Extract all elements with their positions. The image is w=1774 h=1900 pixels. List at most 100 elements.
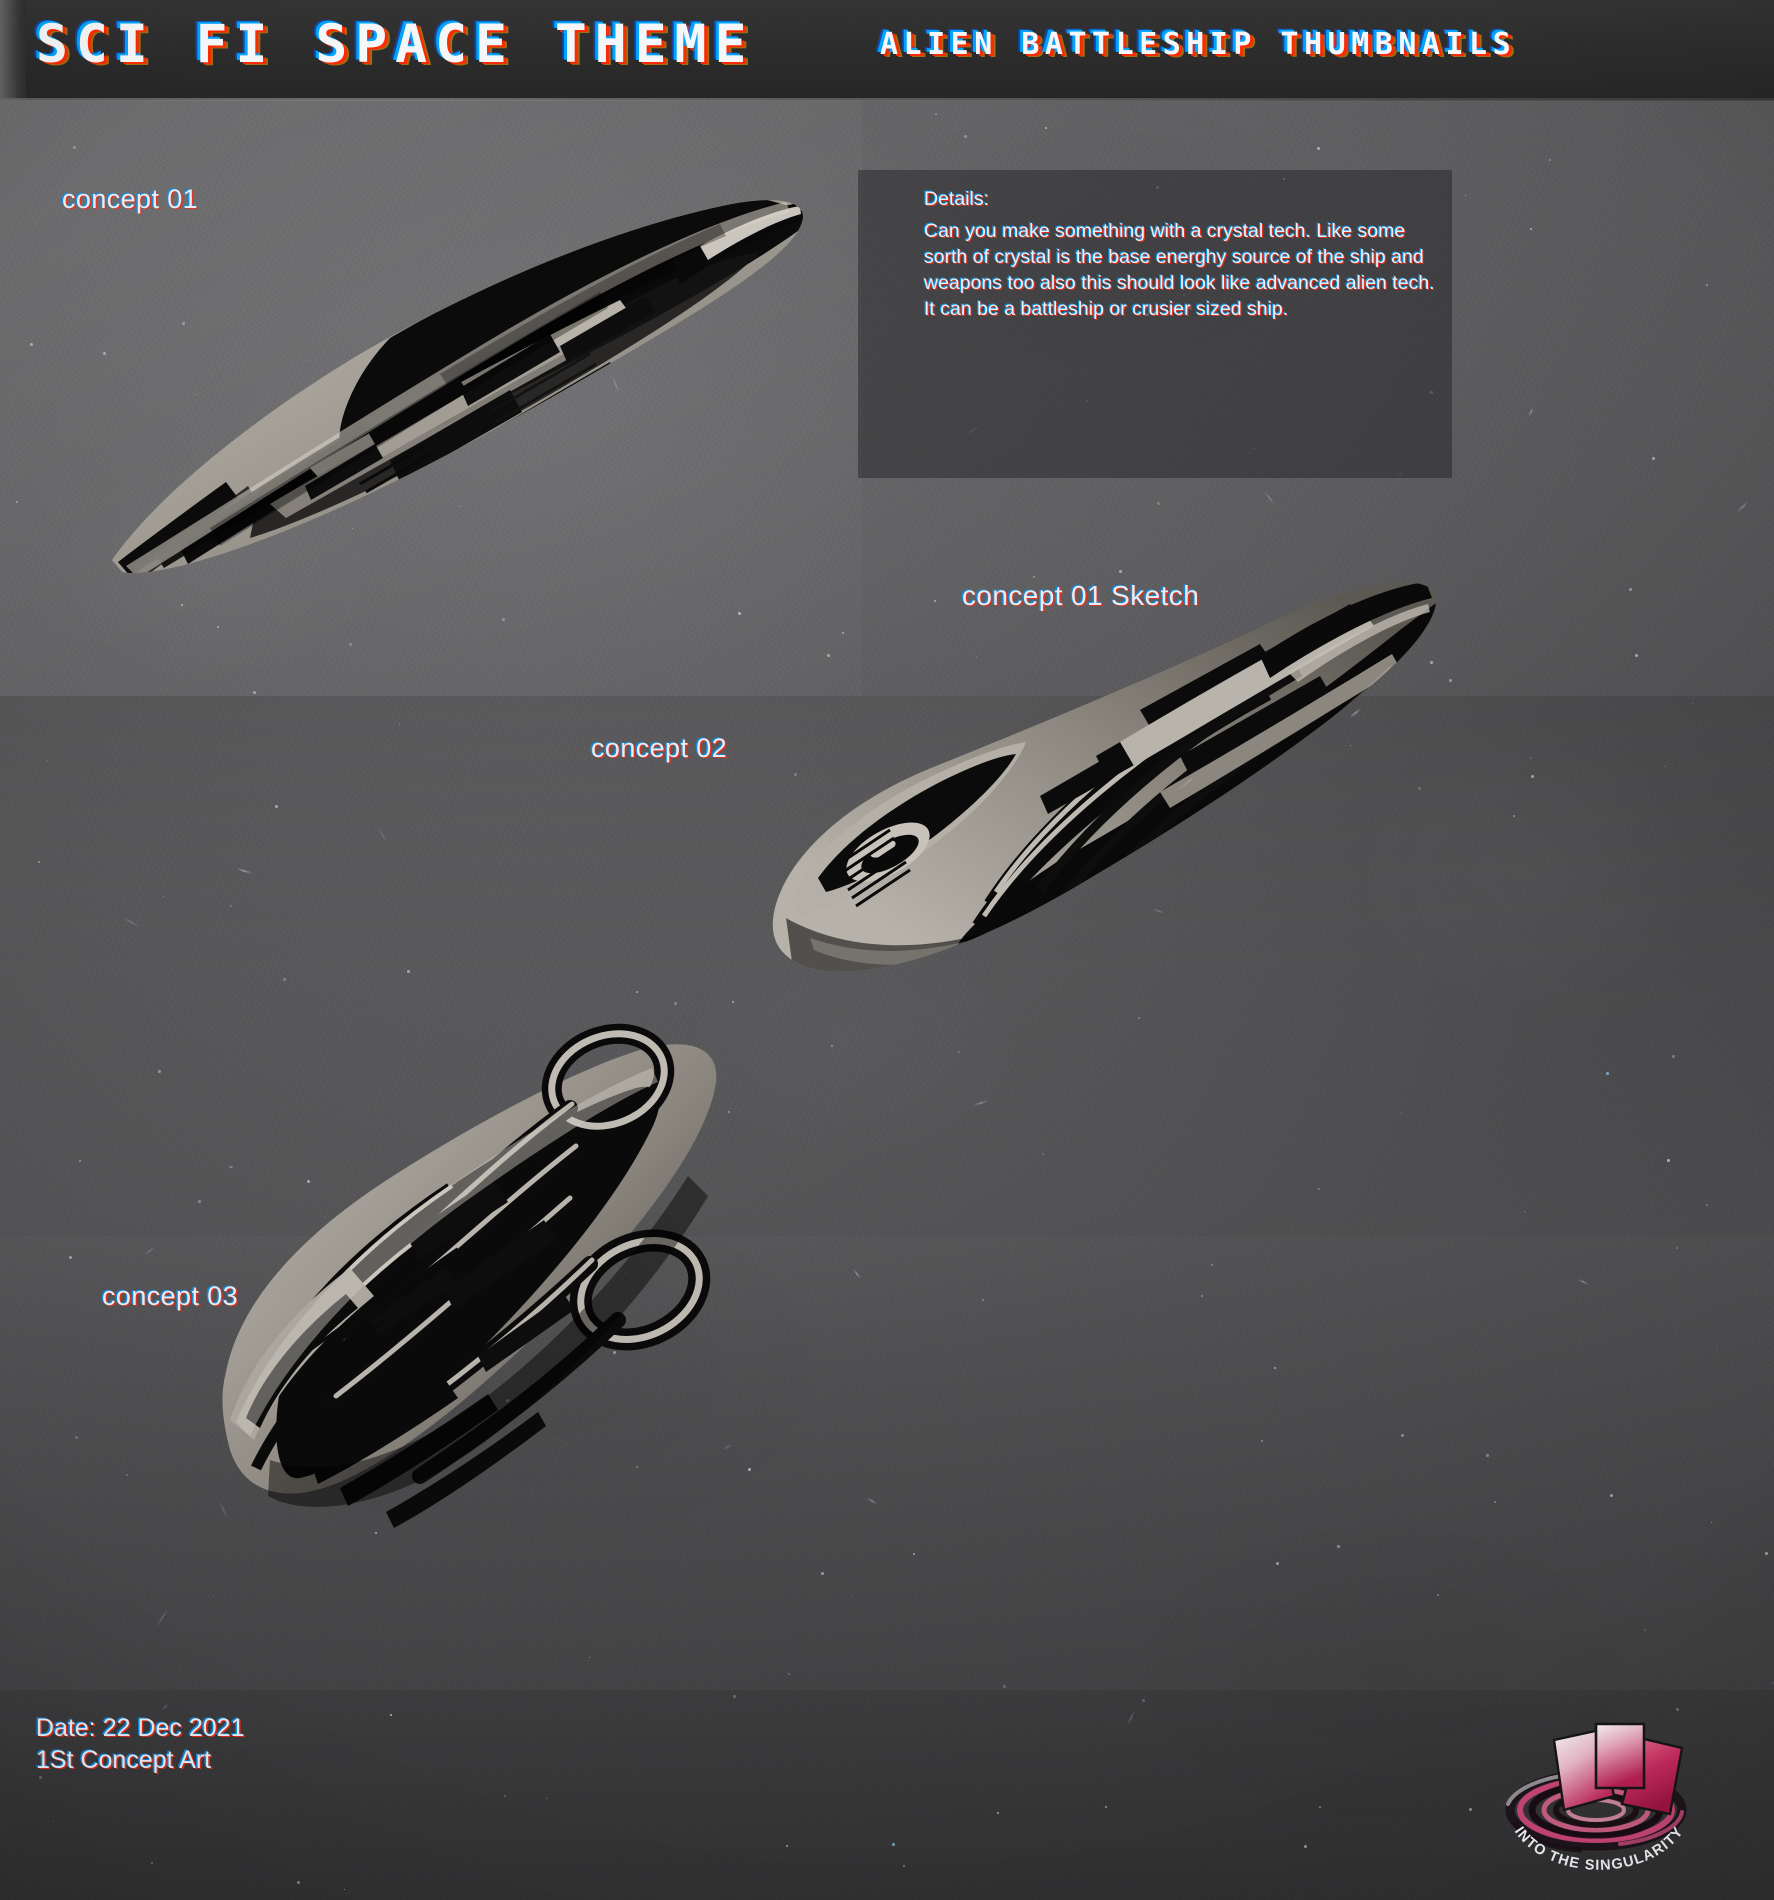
details-panel: Details: Can you make something with a c… (858, 170, 1452, 478)
dust-speck (1319, 1806, 1321, 1808)
dust-speck (163, 896, 165, 898)
dust-speck (748, 1468, 751, 1471)
dust-speck (1706, 1204, 1708, 1206)
dust-speck (1401, 1112, 1403, 1114)
dust-speck (39, 1776, 42, 1779)
dust-speck (1530, 757, 1533, 760)
dust-speck (297, 1881, 300, 1884)
dust-speck (831, 1045, 834, 1048)
ship-concept-03 (160, 990, 800, 1550)
dust-speck (1211, 1264, 1214, 1267)
header-grain (0, 0, 1774, 100)
dust-speck (625, 1272, 627, 1274)
dust-speck (283, 978, 287, 982)
dust-speck (407, 970, 411, 974)
dust-speck (674, 1002, 677, 1005)
dust-speck (842, 632, 844, 634)
dust-speck (213, 1595, 215, 1597)
dust-speck (504, 1795, 506, 1797)
dust-speck (1042, 1153, 1044, 1155)
dust-speck (1672, 1055, 1676, 1059)
dust-speck (459, 506, 461, 508)
dust-speck (502, 618, 505, 621)
dust-speck (1610, 1494, 1613, 1497)
dust-speck (1706, 284, 1708, 286)
dust-speck (306, 360, 308, 362)
details-body: Can you make something with a crystal te… (924, 220, 1435, 320)
dust-speck (390, 1714, 392, 1716)
dust-speck (1318, 1188, 1321, 1191)
dust-speck (1437, 1594, 1440, 1597)
dust-speck (1644, 1629, 1647, 1632)
dust-speck (1469, 1808, 1473, 1812)
dust-speck (794, 773, 797, 776)
dust-speck (733, 1695, 736, 1698)
dust-speck (1276, 1562, 1279, 1565)
dust-speck (73, 146, 77, 150)
dust-speck (1676, 1247, 1678, 1249)
header-band (0, 0, 1774, 100)
dust-speck (1665, 766, 1667, 768)
dust-speck (903, 1865, 905, 1867)
dust-speck (1430, 661, 1433, 664)
dust-speck (253, 691, 256, 694)
dust-speck (181, 604, 183, 606)
dust-speck (613, 1351, 617, 1355)
dust-speck (935, 113, 937, 115)
dust-speck (1530, 228, 1532, 230)
dust-speck (151, 1862, 153, 1864)
caption-concept-02: concept 02 (591, 733, 728, 763)
ship-concept-02 (740, 560, 1460, 1020)
dust-speck (30, 343, 33, 346)
dust-speck (352, 528, 354, 530)
dust-speck (126, 1474, 129, 1477)
dust-speck (1033, 576, 1036, 579)
dust-speck (1531, 775, 1535, 779)
caption-concept-03: concept 03 (102, 1281, 239, 1311)
dust-speck (589, 1657, 591, 1659)
dust-speck (1486, 1454, 1489, 1457)
dust-speck (1157, 502, 1160, 505)
page-title: SCI FI SPACE THEME (36, 14, 755, 75)
dust-speck (38, 861, 40, 863)
dust-speck (788, 1673, 790, 1675)
dust-speck (1465, 195, 1467, 197)
details-label: Details: (924, 188, 990, 210)
dust-speck (47, 760, 49, 762)
header-divider (0, 98, 1774, 101)
dust-speck (103, 352, 106, 355)
dust-speck (821, 1572, 824, 1575)
footer-date-and-version: Date: 22 Dec 2021 1St Concept Art (36, 1714, 245, 1774)
dust-speck (75, 1436, 79, 1440)
dust-speck (1350, 745, 1352, 747)
dust-speck (934, 600, 937, 603)
dust-speck (913, 1553, 915, 1555)
dust-speck (1716, 1348, 1718, 1350)
dust-speck (1119, 570, 1123, 574)
dust-speck (1304, 1845, 1307, 1848)
dust-speck (1337, 1545, 1340, 1548)
dust-speck (217, 626, 219, 628)
dust-speck (349, 643, 352, 646)
dust-speck (1261, 1440, 1263, 1442)
dust-speck (546, 1798, 548, 1800)
dust-speck (1629, 588, 1632, 591)
dust-speck (1418, 787, 1422, 791)
dust-speck (230, 905, 232, 907)
dust-speck (1138, 1017, 1141, 1020)
dust-speck (565, 1444, 567, 1446)
dust-speck (636, 1466, 639, 1469)
dust-speck (1401, 1434, 1404, 1437)
dust-speck (1142, 1699, 1145, 1702)
dust-speck (1494, 1501, 1496, 1503)
dust-speck (958, 1051, 961, 1054)
dust-speck (1711, 1522, 1713, 1524)
dust-speck (892, 1843, 895, 1846)
dust-speck (852, 1596, 854, 1598)
dust-speck (827, 654, 830, 657)
dust-speck (53, 1821, 54, 1822)
page-subtitle: ALIEN BATTLESHIP THUMBNAILS (880, 27, 1517, 62)
dust-speck (375, 1532, 377, 1534)
into-the-singularity-logo: INTO THE SINGULARITY (1492, 1718, 1700, 1878)
